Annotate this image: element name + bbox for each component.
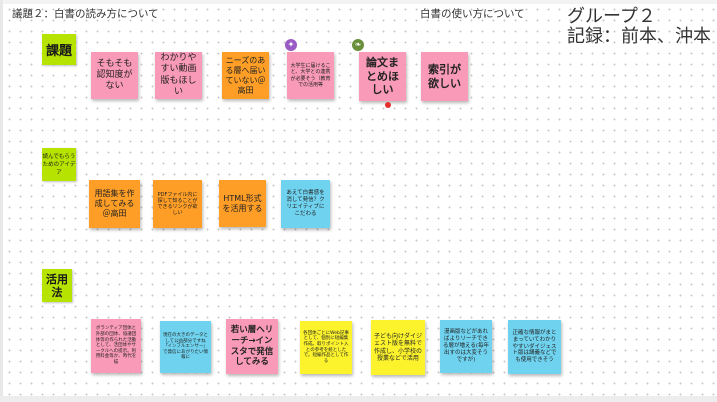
sticky-note[interactable]: わかりやすい動画版もほしい: [155, 52, 202, 99]
row-label-usage[interactable]: 活用法: [42, 269, 72, 302]
leaf-icon[interactable]: ❧: [352, 39, 364, 51]
sticky-note[interactable]: 漫画版などがあればよりリーチできる層が増える(毎年出すのは大変そうですが): [440, 320, 492, 373]
sticky-note[interactable]: ボランティア団体と外部の団体、協議団体等の作られた活動として、活団体やサークルへ…: [91, 319, 141, 373]
row-label-issues[interactable]: 課題: [42, 34, 76, 65]
rocket-icon[interactable]: ✦: [285, 39, 297, 51]
sticky-note[interactable]: 索引が欲しい: [421, 52, 468, 101]
left-edge: [0, 0, 3, 402]
sticky-note[interactable]: 大学生に届けること、大学との連携が必要そう（教育での活用等: [287, 52, 334, 99]
recorder-line: 記録：前本、沖本: [567, 26, 711, 47]
sticky-note[interactable]: そもそも認知度がない: [91, 52, 138, 99]
sticky-note[interactable]: 現在の大きのデータとして公益部分ですね「インフルエンサー」で発信にあがりたい情報…: [160, 321, 211, 373]
sticky-note[interactable]: 各団体ごとにWeb記事として、個別に短編集作成。取りポイント入との参考を統とした…: [300, 321, 352, 374]
group-name: グループ２: [567, 6, 656, 27]
sticky-note[interactable]: あえて白書感を消して発信？クリエイティブにこだわる: [281, 180, 330, 228]
sticky-note[interactable]: 正確な情報がまとまっていてわかりやすいダイジェスト版は講義などでも使用できそう: [508, 320, 561, 374]
red-dot-icon: [385, 102, 391, 108]
sticky-note[interactable]: PDFファイル内に探して知ることができるリンクが欲しい: [153, 180, 202, 228]
sticky-note[interactable]: 若い層へリーチ→インスタで発信してみる: [226, 319, 278, 374]
usage-title: 白書の使い方について: [420, 8, 525, 20]
sticky-note[interactable]: ニーズのある層へ届いていない＠高田: [222, 52, 269, 99]
sticky-note[interactable]: 論文まとめほしい: [359, 52, 406, 101]
group-title: グループ２ 記録：前本、沖本: [567, 7, 711, 47]
sticky-note[interactable]: HTML形式を活用する: [219, 180, 266, 227]
agenda-title: 議題２：白書の読み方について: [12, 8, 159, 20]
bottom-edge: [0, 396, 717, 402]
top-edge: [0, 0, 717, 4]
sticky-note[interactable]: 用語集を作成してみる＠高田: [89, 180, 140, 228]
row-label-ideas[interactable]: 読んでもらうためのアイデア: [42, 148, 76, 181]
sticky-note[interactable]: 子ども向けダイジェスト版を無料で作成し、小学校の授業などで活用: [371, 320, 425, 375]
